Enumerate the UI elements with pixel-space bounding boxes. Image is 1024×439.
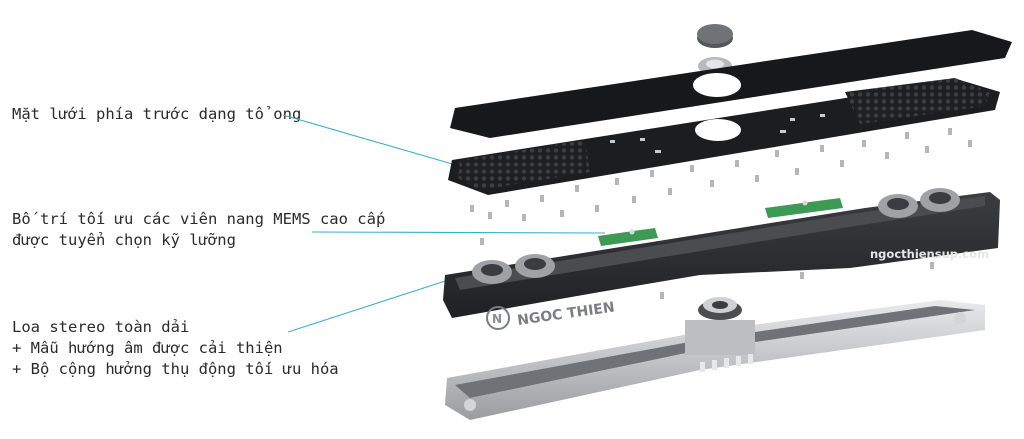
label-front-mesh: Mặt lưới phía trước dạng tổ ong — [12, 104, 301, 125]
label-stereo-speakers: Loa stereo toàn dải + Mẫu hướng âm được … — [12, 317, 339, 380]
label-mems-line-1: Bố trí tối ưu các viên nang MEMS cao cấp — [12, 210, 386, 228]
front-honeycomb-mesh — [448, 78, 1000, 195]
screws — [470, 128, 972, 299]
top-cover-plate — [450, 30, 1012, 138]
label-mems-line-2: được tuyển chọn kỹ lưỡng — [12, 231, 236, 249]
leader-lines — [282, 114, 606, 333]
leader-line-mems — [311, 231, 606, 234]
leader-line-mesh — [282, 114, 481, 173]
speaker-driver-right — [878, 188, 960, 218]
main-housing: N NGOC THIEN ngocthiensup.com — [443, 188, 1000, 330]
label-front-mesh-text: Mặt lưới phía trước dạng tổ ong — [12, 105, 302, 123]
label-speaker-line-1: Loa stereo toàn dải — [12, 318, 190, 336]
label-mems-capsules: Bố trí tối ưu các viên nang MEMS cao cấp… — [12, 209, 385, 251]
label-speaker-line-2: + Mẫu hướng âm được cải thiện — [12, 339, 283, 357]
speaker-driver-left — [472, 254, 555, 284]
mems-pcb-boards — [598, 198, 843, 246]
leader-line-speaker — [287, 272, 471, 333]
svg-text:N: N — [492, 312, 502, 326]
bottom-base — [445, 297, 985, 420]
label-speaker-line-3: + Bộ cộng hưởng thụ động tối ưu hóa — [12, 360, 339, 378]
watermark-url: ngocthiensup.com — [870, 247, 989, 261]
